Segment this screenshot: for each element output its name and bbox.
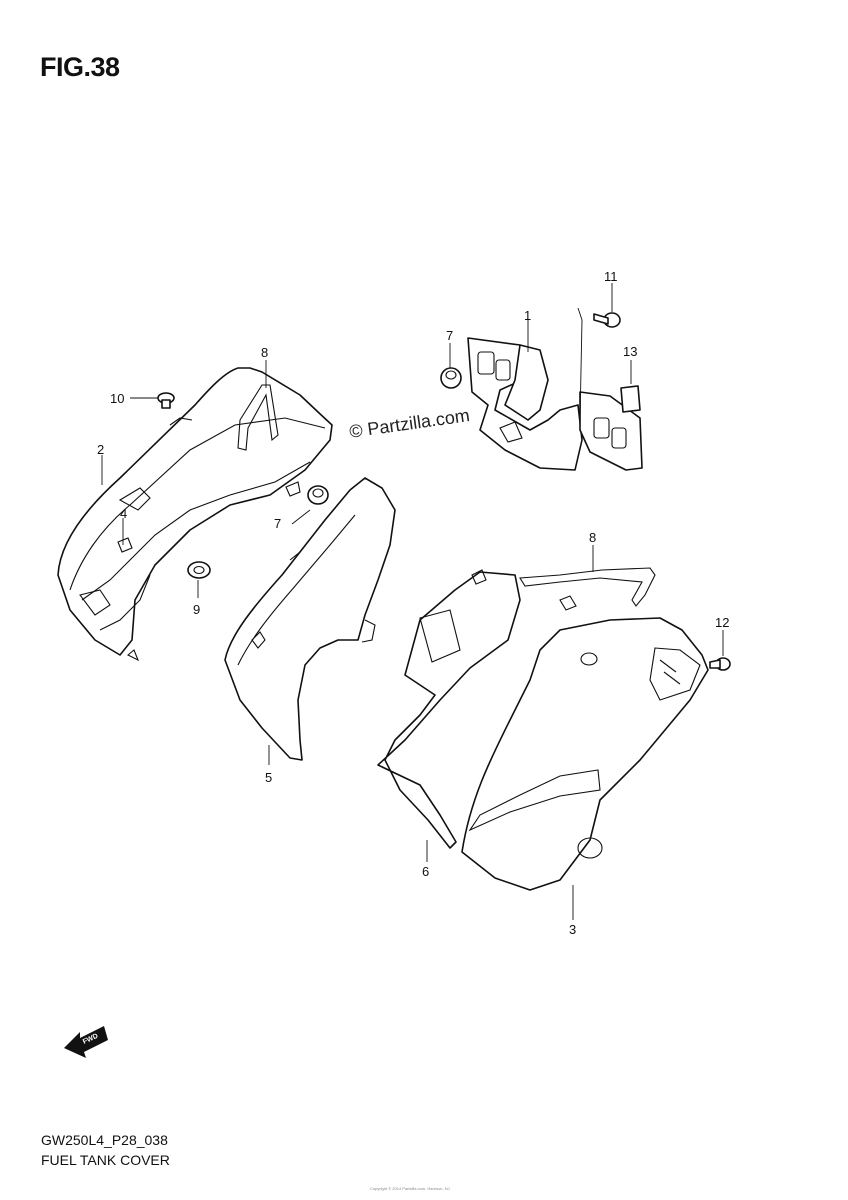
callout-3: 3 [569, 922, 576, 937]
callout-1: 1 [524, 308, 531, 323]
callout-13: 13 [623, 344, 637, 359]
leader-lines [101, 283, 724, 920]
part-3-right-side-cover[interactable] [461, 595, 709, 891]
part-7-grommet-top[interactable] [440, 367, 462, 389]
callout-8-upper: 8 [261, 345, 268, 360]
callout-12: 12 [715, 615, 729, 630]
part-12-screw[interactable] [709, 657, 731, 671]
part-11-bolt[interactable] [593, 312, 621, 328]
callout-labels: 1 2 3 4 5 6 7 7 8 8 9 10 11 12 13 [97, 269, 729, 937]
figure-title: FIG.38 [40, 52, 120, 82]
part-2-left-front-cover[interactable] [57, 367, 333, 662]
callout-9: 9 [193, 602, 200, 617]
diagram-code: GW250L4_P28_038 [41, 1132, 168, 1148]
footer-copyright: Copyright © 2014 Partzilla.com. Harrison… [370, 1186, 450, 1191]
callout-10: 10 [110, 391, 124, 406]
part-10-screw[interactable] [157, 392, 175, 409]
fwd-arrow-icon: FWD [64, 1026, 108, 1058]
callout-7-top: 7 [446, 328, 453, 343]
part-13-pad[interactable] [620, 385, 641, 413]
part-7-grommet-middle[interactable] [307, 485, 329, 505]
callout-2: 2 [97, 442, 104, 457]
part-9-grommet[interactable] [187, 561, 211, 579]
part-8-upper-wire[interactable] [237, 384, 279, 451]
callout-11: 11 [604, 269, 618, 284]
callout-7-middle: 7 [274, 516, 281, 531]
part-1-bracket[interactable] [467, 307, 643, 471]
part-5-inner-panel[interactable] [224, 477, 396, 761]
callout-5: 5 [265, 770, 272, 785]
callout-6: 6 [422, 864, 429, 879]
diagram-caption: FUEL TANK COVER [41, 1152, 170, 1168]
part-6-inner-right-panel[interactable] [377, 569, 521, 849]
part-8-lower-wire[interactable] [519, 567, 656, 607]
callout-4: 4 [120, 506, 127, 521]
callout-8-lower: 8 [589, 530, 596, 545]
